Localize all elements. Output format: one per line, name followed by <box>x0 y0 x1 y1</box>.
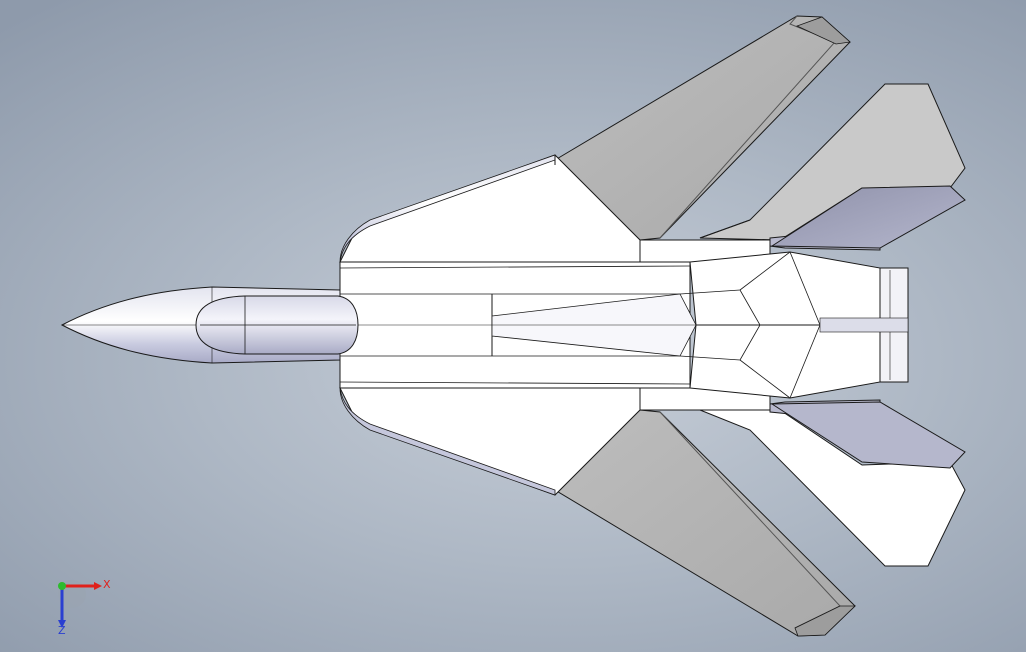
z-axis-label: Z <box>58 624 66 636</box>
fuselage[interactable] <box>339 261 697 389</box>
canopy[interactable] <box>195 295 359 355</box>
reference-triad-icon: X Z <box>58 578 111 637</box>
upper-wing[interactable] <box>554 15 851 241</box>
lower-intake-panel[interactable] <box>639 387 966 469</box>
engine-nacelles[interactable] <box>679 251 909 399</box>
upper-intake-panel[interactable] <box>639 185 966 263</box>
lower-stabilizer[interactable] <box>699 409 966 567</box>
x-axis-label: X <box>103 578 111 591</box>
reference-triad[interactable]: X Z <box>50 572 120 637</box>
y-axis-dot <box>58 582 66 590</box>
